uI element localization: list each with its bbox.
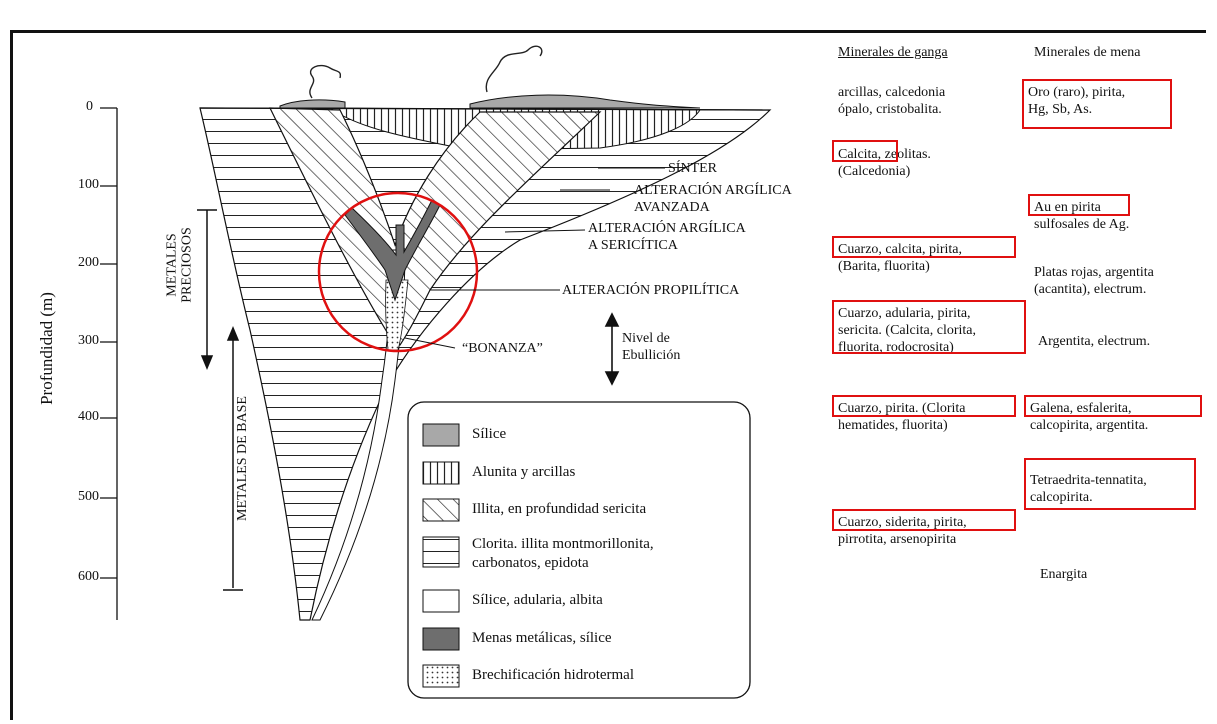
sinter-cap-right [470, 95, 700, 108]
mena-entry-7: Enargita [1040, 566, 1087, 583]
label-ebullicion-2: Ebullición [622, 347, 680, 364]
label-arg-avanzada-2: AVANZADA [634, 199, 710, 216]
depth-axis-label: Profundidad (m) [38, 292, 55, 405]
tick-200: 200 [78, 254, 99, 271]
highlight-box-cuarzo-siderita [832, 509, 1016, 531]
legend-illita: Illita, en profundidad sericita [472, 501, 646, 518]
label-propilitica: ALTERACIÓN PROPILÍTICA [562, 282, 739, 299]
label-ebullicion-1: Nivel de [622, 330, 670, 347]
label-sinter: SÍNTER [668, 160, 717, 177]
tick-0: 0 [86, 98, 93, 115]
highlight-box-tetraedrita [1024, 458, 1196, 510]
tick-300: 300 [78, 332, 99, 349]
boiling-level-arrow [606, 314, 618, 384]
base-metals-label: METALES DE BASE [234, 396, 251, 521]
legend-menas: Menas metálicas, sílice [472, 630, 612, 647]
legend-clorita: Clorita. illita montmorillonita, carbona… [472, 535, 654, 573]
highlight-box-oro [1022, 79, 1172, 129]
precious-metals-label: METALES PRECIOSOS [165, 227, 195, 302]
legend-silice: Sílice [472, 426, 506, 443]
highlight-box-galena [1024, 395, 1202, 417]
tick-500: 500 [78, 488, 99, 505]
precious-range-arrow [197, 210, 217, 368]
tick-100: 100 [78, 176, 99, 193]
ganga-header: Minerales de ganga [838, 44, 948, 61]
label-arg-sericitica-1: ALTERACIÓN ARGÍLICA [588, 220, 746, 237]
tick-600: 600 [78, 568, 99, 585]
highlight-box-cuarzo-pirita [832, 395, 1016, 417]
legend-alunita: Alunita y arcillas [472, 464, 575, 481]
mena-entry-3: Platas rojas, argentita (acantita), elec… [1034, 264, 1154, 298]
label-bonanza: “BONANZA” [462, 340, 543, 357]
legend-adularia: Sílice, adularia, albita [472, 592, 603, 609]
highlight-box-calcita [832, 140, 898, 162]
depth-axis [100, 108, 117, 620]
legend-brechificacion: Brechificación hidrotermal [472, 667, 634, 684]
ganga-entry-1: arcillas, calcedonia ópalo, cristobalita… [838, 84, 945, 118]
legend-swatches [423, 424, 459, 687]
mena-entry-4: Argentita, electrum. [1038, 333, 1150, 350]
label-arg-avanzada-1: ALTERACIÓN ARGÍLICA [634, 182, 792, 199]
highlight-box-cuarzo-adularia [832, 300, 1026, 354]
mena-header: Minerales de mena [1034, 44, 1141, 61]
steam-left-icon [310, 66, 341, 98]
highlight-box-au-pirita [1028, 194, 1130, 216]
highlight-box-cuarzo-calcita [832, 236, 1016, 258]
label-arg-sericitica-2: A SERICÍTICA [588, 237, 678, 254]
tick-400: 400 [78, 408, 99, 425]
steam-right-icon [486, 46, 542, 92]
sinter-cap-left [280, 100, 345, 108]
